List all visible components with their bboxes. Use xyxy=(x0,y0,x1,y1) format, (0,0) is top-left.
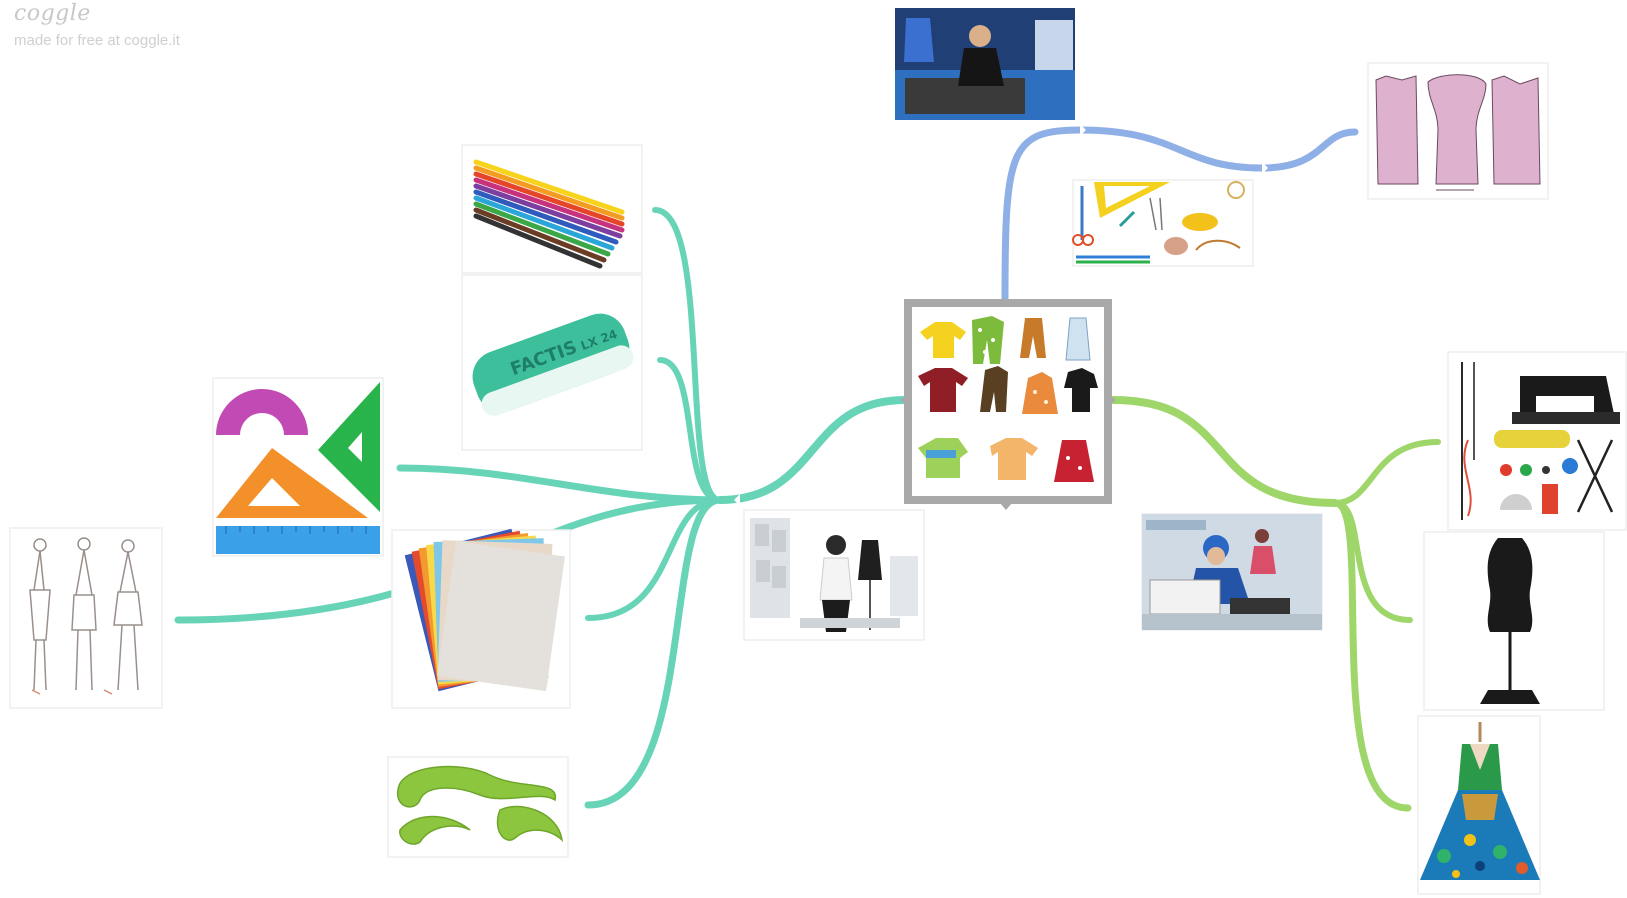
french-curves-icon xyxy=(397,765,564,845)
branch-rulers xyxy=(396,464,724,504)
seamstress-at-machine-icon xyxy=(1142,514,1322,630)
blue-branches xyxy=(1001,126,1359,302)
coggle-logo: coggle xyxy=(14,1,91,26)
branch-sewing-supplies xyxy=(1332,439,1441,506)
node-sewing-machine[interactable] xyxy=(1447,351,1627,531)
designer-at-work-icon xyxy=(750,518,918,632)
node-paper[interactable] xyxy=(391,528,571,709)
branch-center-up xyxy=(1001,126,1084,302)
node-mannequin[interactable] xyxy=(1423,531,1605,711)
sewing-machine-supplies-icon xyxy=(1461,362,1620,520)
node-pattern[interactable] xyxy=(1367,62,1549,200)
branch-center-to-hub xyxy=(716,396,909,504)
connector-arrows xyxy=(734,124,1268,506)
node-curves[interactable] xyxy=(387,756,569,858)
coggle-branding: coggle made for free at coggle.it xyxy=(14,0,180,49)
branch-pencils xyxy=(652,207,723,503)
branch-paper xyxy=(585,497,723,621)
branch-curves xyxy=(584,496,724,809)
branch-dress xyxy=(1331,499,1412,812)
node-seamstress[interactable] xyxy=(1141,513,1323,631)
central-node[interactable] xyxy=(900,299,1116,510)
coggle-tagline: made for free at coggle.it xyxy=(14,32,180,49)
children-clothing-collage-icon xyxy=(918,316,1098,482)
green-branches xyxy=(1109,396,1441,812)
colored-paper-sheets-icon xyxy=(404,528,565,692)
clothing-pattern-pieces-icon xyxy=(1375,74,1541,191)
mannequin-icon xyxy=(1480,538,1540,704)
node-sketches[interactable] xyxy=(9,527,163,709)
branch-pattern xyxy=(1076,126,1359,172)
dress-on-form-icon xyxy=(1420,722,1540,880)
sewing-tools-set-icon xyxy=(1072,181,1245,264)
node-designer[interactable] xyxy=(743,509,925,641)
branch-eraser xyxy=(657,357,723,503)
tailor-cutting-fabric-icon xyxy=(895,8,1075,120)
eraser-icon: FACTIS LX 24 xyxy=(472,313,634,416)
node-sewing-tools[interactable] xyxy=(1072,179,1254,267)
node-cutter[interactable] xyxy=(895,8,1075,120)
fashion-sketches-icon xyxy=(29,537,143,695)
colored-pencils-icon xyxy=(473,159,625,269)
protractor-triangles-ruler-icon xyxy=(216,382,380,554)
node-pencils[interactable] xyxy=(461,144,643,274)
node-rulers[interactable] xyxy=(212,377,384,557)
node-dress[interactable] xyxy=(1417,715,1541,895)
node-eraser[interactable]: FACTIS LX 24 xyxy=(461,274,643,451)
branch-center-right xyxy=(1109,396,1339,507)
